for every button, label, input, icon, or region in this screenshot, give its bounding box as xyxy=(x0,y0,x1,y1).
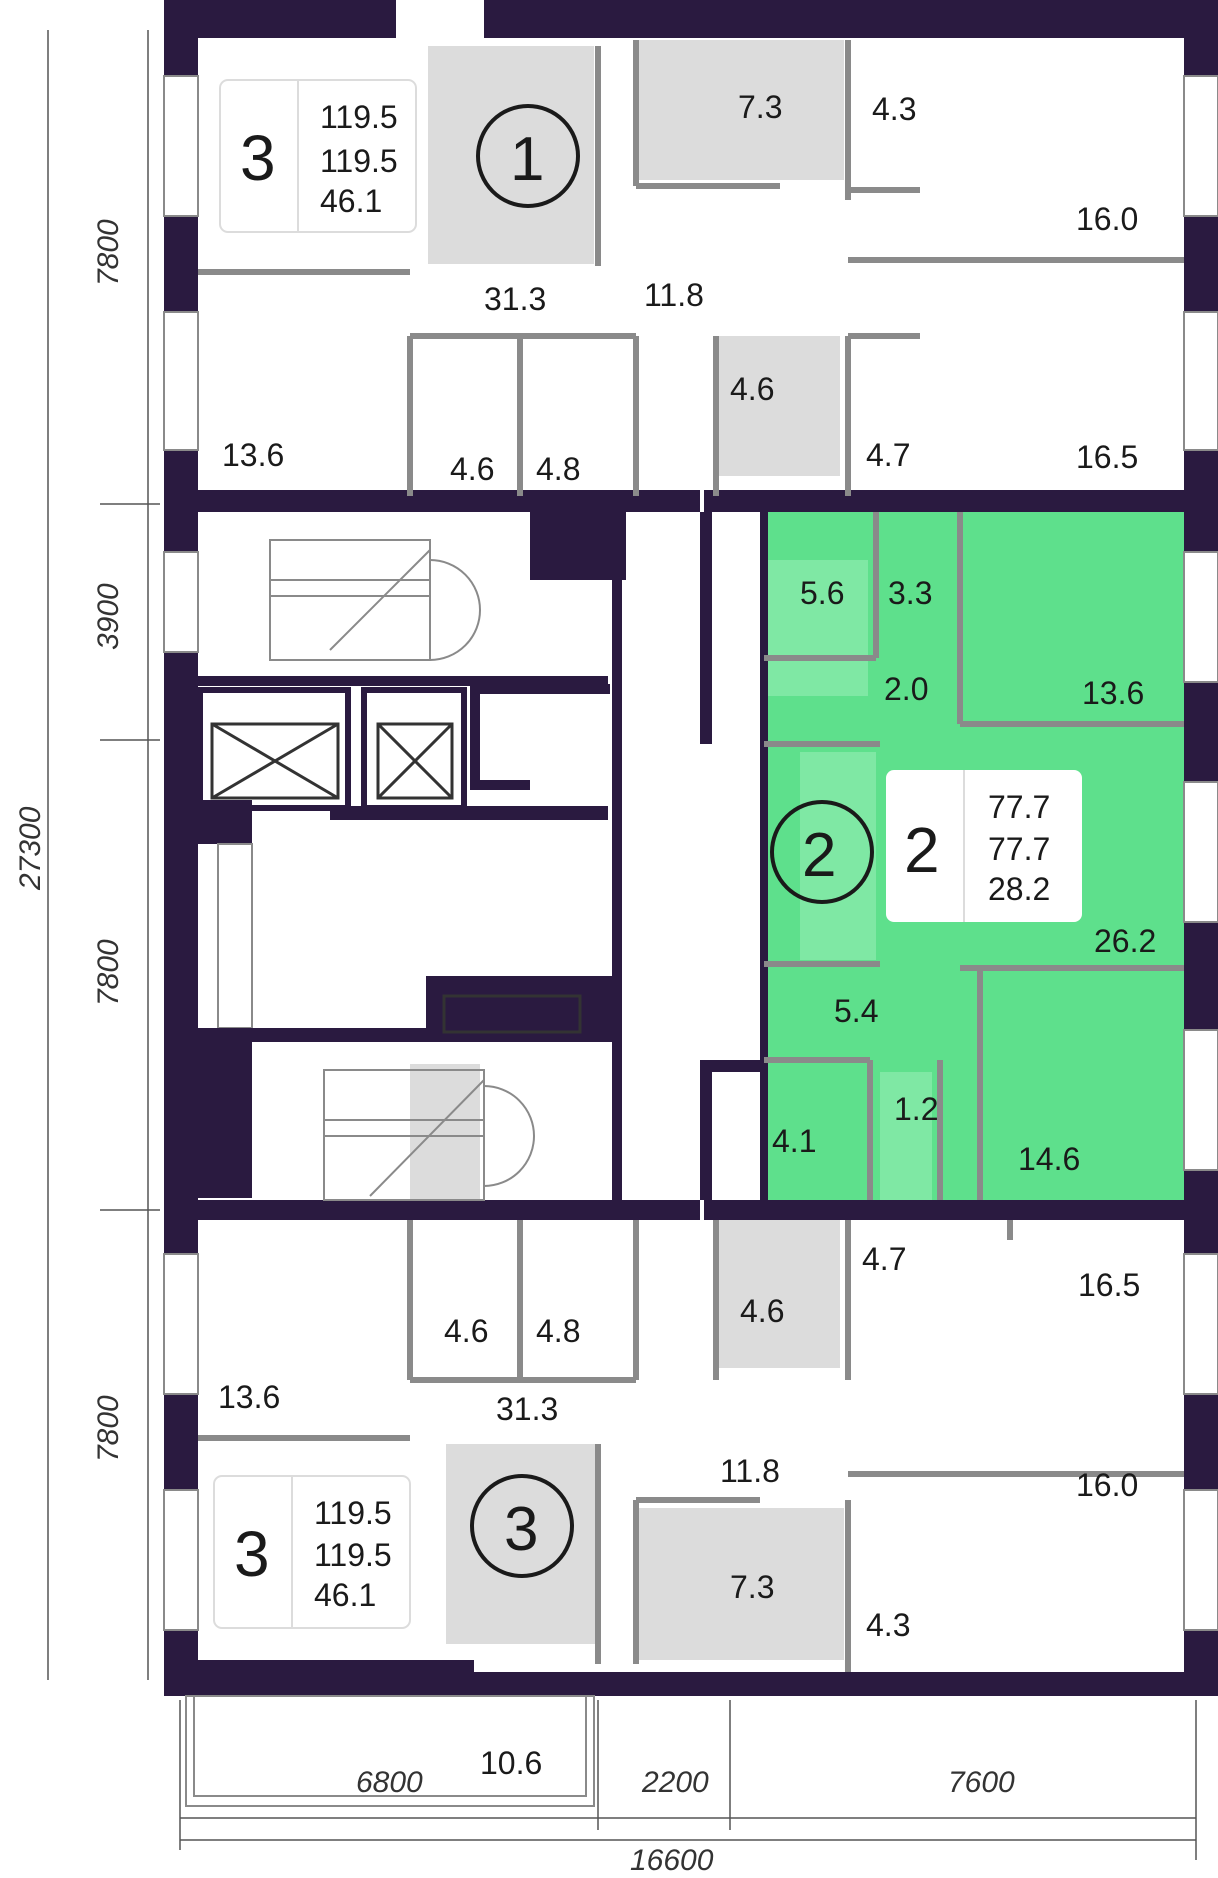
core-walls xyxy=(198,512,768,1200)
room-area: 7.3 xyxy=(738,89,782,125)
apartment-1-total: 119.5 xyxy=(320,99,398,135)
room-area: 5.6 xyxy=(800,575,844,611)
room-area: 5.4 xyxy=(834,993,878,1029)
apartment-2-marker[interactable]: 2 xyxy=(770,800,874,904)
apartment-3-living-total: 119.5 xyxy=(314,1537,392,1573)
room-area: 4.3 xyxy=(866,1607,910,1643)
room-area: 4.6 xyxy=(444,1313,488,1349)
room-area: 31.3 xyxy=(484,281,546,317)
apartment-1-rooms: 3 xyxy=(240,122,276,194)
apartment-2-card[interactable]: 2 77.7 77.7 28.2 xyxy=(886,770,1082,922)
apartment-3-card[interactable]: 3 119.5 119.5 46.1 xyxy=(213,1475,411,1629)
wet-zones xyxy=(410,40,844,1660)
window-openings xyxy=(163,75,1218,1631)
apartment-2-partitions xyxy=(764,512,1184,1200)
room-area: 7.3 xyxy=(730,1569,774,1605)
apartment-3-living: 46.1 xyxy=(314,1577,376,1613)
balcony xyxy=(185,1695,595,1807)
apartment-2-marker-label: 2 xyxy=(802,821,836,890)
room-area: 13.6 xyxy=(222,437,284,473)
room-area: 16.5 xyxy=(1078,1267,1140,1303)
room-area: 4.8 xyxy=(536,451,580,487)
dim-left-1: 7800 xyxy=(92,219,125,286)
apartment-2-rooms: 2 xyxy=(904,814,940,886)
room-area: 4.7 xyxy=(866,437,910,473)
room-area: 31.3 xyxy=(496,1391,558,1427)
room-area: 16.0 xyxy=(1076,201,1138,237)
room-area: 13.6 xyxy=(218,1379,280,1415)
room-area: 1.2 xyxy=(894,1091,938,1127)
dim-bottom-2: 2200 xyxy=(641,1766,709,1799)
apartment-2-living-total: 77.7 xyxy=(988,831,1050,867)
room-area: 16.0 xyxy=(1076,1467,1138,1503)
room-area: 4.1 xyxy=(772,1123,816,1159)
dim-total-width: 16600 xyxy=(630,1844,714,1877)
wet-zone-highlight xyxy=(764,560,932,1202)
room-area: 16.5 xyxy=(1076,439,1138,475)
partitions xyxy=(198,40,1184,1672)
dim-bottom-1: 6800 xyxy=(356,1766,423,1799)
apartment-1-living: 46.1 xyxy=(320,183,382,219)
room-area: 14.6 xyxy=(1018,1141,1080,1177)
apartment-1-marker-label: 1 xyxy=(510,125,544,194)
apartment-2-living: 28.2 xyxy=(988,871,1050,907)
room-area: 4.6 xyxy=(740,1293,784,1329)
dim-left-3: 7800 xyxy=(92,939,125,1006)
room-area: 11.8 xyxy=(720,1453,780,1489)
apartment-3-rooms: 3 xyxy=(234,1518,270,1590)
apartment-1-card[interactable]: 3 119.5 119.5 46.1 xyxy=(219,79,417,233)
stair-upper[interactable] xyxy=(269,539,481,661)
apartment-3-marker-label: 3 xyxy=(504,1495,538,1564)
apartment-2-total: 77.7 xyxy=(988,789,1050,825)
apartment-1-living-total: 119.5 xyxy=(320,143,398,179)
dim-left-2: 3900 xyxy=(92,583,125,650)
room-area: 4.3 xyxy=(872,91,916,127)
room-area: 26.2 xyxy=(1094,923,1156,959)
room-area-labels: 7.3 4.3 16.0 31.3 11.8 13.6 4.6 4.8 4.6 … xyxy=(218,89,1156,1781)
stair-lower[interactable] xyxy=(323,1069,535,1201)
room-area: 11.8 xyxy=(644,277,704,313)
dim-left-4: 7800 xyxy=(92,1395,125,1462)
apartment-1-marker[interactable]: 1 xyxy=(476,104,580,208)
room-area: 4.6 xyxy=(730,371,774,407)
apartment-3-total: 119.5 xyxy=(314,1495,392,1531)
room-area: 4.7 xyxy=(862,1241,906,1277)
room-area: 3.3 xyxy=(888,575,932,611)
room-area: 10.6 xyxy=(480,1745,542,1781)
room-area: 2.0 xyxy=(884,671,928,707)
dimension-lines xyxy=(47,30,1197,1860)
room-area: 4.8 xyxy=(536,1313,580,1349)
room-area: 4.6 xyxy=(450,451,494,487)
elevators xyxy=(197,687,582,1034)
room-area: 13.6 xyxy=(1082,675,1144,711)
apartment-3-marker[interactable]: 3 xyxy=(470,1474,574,1578)
dim-total-height: 27300 xyxy=(14,806,47,891)
dim-bottom-3: 7600 xyxy=(948,1766,1015,1799)
